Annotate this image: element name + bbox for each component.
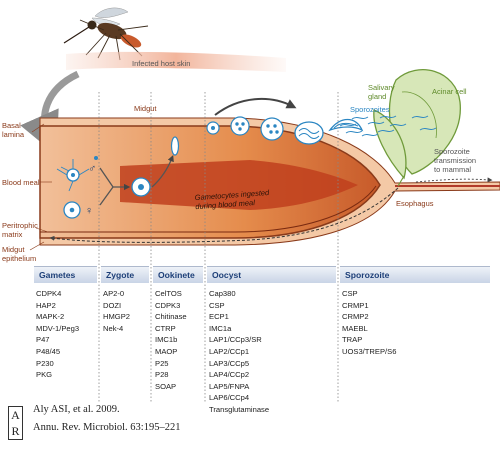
gene-item: IMC1b <box>155 335 178 345</box>
gene-item: LAP3/CCp5 <box>209 358 250 368</box>
gametocytes-ingested-label: Gametocytes ingestedduring blood meal <box>194 188 271 211</box>
midgut-label: Midgut <box>134 104 157 113</box>
gene-item: CDPK4 <box>36 289 62 298</box>
gene-item: P25 <box>155 358 169 368</box>
gene-item: PKG <box>36 370 53 380</box>
gene-item: CRMP1 <box>342 300 369 310</box>
label-line: during blood meal <box>195 198 255 211</box>
oocyst-cells <box>206 116 364 145</box>
anatomy-leader-lines <box>29 123 52 251</box>
gene-item: Chitinase <box>155 312 187 322</box>
gene-item: SOAP <box>155 381 177 391</box>
gene-item: MAPK-2 <box>36 312 65 322</box>
gene-item: ECP1 <box>209 312 229 322</box>
gene-item: LAP2/CCp1 <box>209 346 250 356</box>
ingestion-path <box>49 187 399 243</box>
stage-header-sporozoite: Sporozoite <box>340 266 490 283</box>
mosquito-midgut <box>39 117 500 246</box>
gene-item: LAP6/CCp4 <box>209 393 250 403</box>
gene-item: CelTOS <box>155 289 182 298</box>
gene-item: UOS3/TREP/S6 <box>342 346 397 356</box>
gene-item: P230 <box>36 358 54 368</box>
gene-item: P28 <box>155 370 169 380</box>
gene-item: CTRP <box>155 323 176 333</box>
transmission-arrow <box>415 177 493 183</box>
oocyst-progress-arrow <box>214 97 297 116</box>
infected-skin-label: Infected host skin <box>132 59 190 68</box>
label-line: to mammal <box>434 165 471 174</box>
label-line: matrix <box>2 230 23 239</box>
label-line: transmission <box>434 156 476 165</box>
gene-item: P47 <box>36 335 50 345</box>
gene-item: CDPK3 <box>155 300 181 310</box>
stage-header-zygote: Zygote <box>101 266 149 283</box>
gene-item: Cap380 <box>209 289 236 298</box>
stage-header-ookinete: Ookinete <box>153 266 203 283</box>
gene-item: IMC1a <box>209 323 232 333</box>
sporozoite-cells <box>339 115 437 137</box>
label-line: gland <box>368 92 386 101</box>
gene-item: HMGP2 <box>103 312 131 322</box>
gene-item: P48/45 <box>36 346 61 356</box>
zygote-to-ookinete-arrow <box>151 154 174 188</box>
blood-meal-label: Blood meal <box>2 178 40 187</box>
gene-item: CRMP2 <box>342 312 369 322</box>
gene-item: Transglutaminase <box>209 404 270 414</box>
gene-item: DOZI <box>103 300 122 310</box>
citation-line-2: Annu. Rev. Microbiol. 63:195–221 <box>33 422 181 433</box>
stage-header-gametes: Gametes <box>34 266 97 283</box>
stage-header-oocyst: Oocyst <box>207 266 336 283</box>
salivary-gland <box>373 69 461 187</box>
gene-item: LAP4/CCp2 <box>209 370 250 380</box>
gene-item: CSP <box>209 300 225 310</box>
citation-line-1: Aly ASI, et al. 2009. <box>33 404 120 415</box>
gene-item: HAP2 <box>36 300 56 310</box>
sporozoites-label: Sporozoites <box>350 105 390 114</box>
gene-item: AP2-0 <box>103 289 125 298</box>
stage-dividers <box>98 92 339 402</box>
gene-item: MDV-1/Peg3 <box>36 323 80 333</box>
ookinete-cell <box>170 136 180 156</box>
gene-item: LAP1/CCp3/SR <box>209 335 262 345</box>
host-skin-band <box>66 51 286 72</box>
annual-reviews-logo: A R <box>8 406 23 440</box>
gene-item: MAEBL <box>342 323 368 333</box>
gamete-cells <box>56 156 98 219</box>
gene-item: TRAP <box>342 335 363 345</box>
label-line: epithelium <box>2 254 36 263</box>
gene-item: CSP <box>342 289 358 298</box>
male-symbol: ♂ <box>88 163 96 175</box>
esophagus-label: Esophagus <box>396 199 434 208</box>
fertilization-arrow <box>99 167 127 206</box>
gene-item: Nek-4 <box>103 323 124 333</box>
female-symbol: ♀ <box>85 205 93 217</box>
gene-item: LAP5/FNPA <box>209 381 250 391</box>
mosquito-illustration <box>63 7 149 61</box>
gene-item: MAOP <box>155 346 178 356</box>
acinar-cell-label: Acinar cell <box>432 87 467 96</box>
label-line: lamina <box>2 130 25 139</box>
